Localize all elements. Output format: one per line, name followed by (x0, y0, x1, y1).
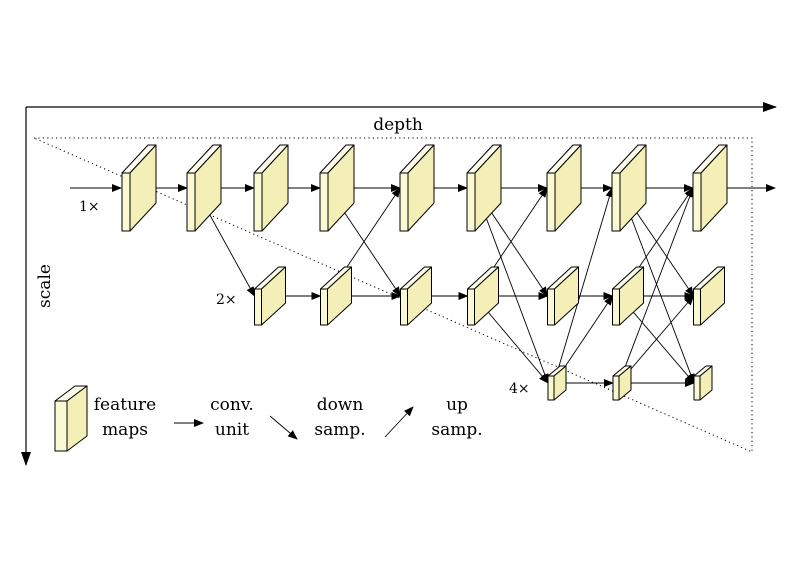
feature-map-box (121, 144, 157, 232)
feature-map-box (612, 266, 644, 326)
feature-map-box (254, 266, 286, 326)
down-sampling-arrow (474, 187, 549, 384)
scale-label-1x: 1× (79, 199, 100, 215)
up-sampling-arrow (553, 187, 614, 384)
legend-up-samp-line2: samp. (431, 420, 482, 440)
legend-feature-map-icon (54, 385, 88, 452)
scale-label-4x: 4× (509, 381, 530, 397)
feature-map-box (692, 144, 728, 232)
connections (130, 184, 776, 387)
depth-axis-label: depth (373, 115, 423, 135)
legend-down-samp-line1: down (317, 395, 364, 415)
feature-map-box (320, 266, 352, 326)
scale-axis-label: scale (35, 264, 55, 308)
legend-conv-unit-line1: conv. (210, 395, 254, 415)
feature-map-box (466, 144, 502, 232)
feature-map-box (693, 365, 713, 401)
feature-map-box (611, 144, 647, 232)
down-sampling-arrow (619, 187, 695, 384)
legend-up-arrow-icon (384, 406, 414, 438)
feature-map-box (400, 266, 432, 326)
feature-map-box (186, 144, 222, 232)
feature-map-box (547, 266, 579, 326)
feature-maps (121, 144, 728, 401)
legend-feature-maps-line2: maps (102, 420, 148, 440)
feature-map-box (399, 144, 435, 232)
feature-map-box (546, 144, 582, 232)
legend-up-samp-line1: up (446, 395, 468, 415)
feature-map-box (693, 266, 725, 326)
feature-map-box (612, 365, 632, 401)
legend-down-samp-line2: samp. (314, 420, 365, 440)
feature-map-box (467, 266, 499, 326)
feature-map-box (547, 365, 567, 401)
feature-map-box (319, 144, 355, 232)
legend-down-arrow-icon (269, 415, 298, 440)
scale-label-2x: 2× (216, 292, 237, 308)
up-sampling-arrow (618, 187, 694, 384)
legend: feature maps conv. unit down samp. up sa… (54, 385, 483, 452)
feature-map-box (253, 144, 289, 232)
legend-conv-unit-line2: unit (215, 420, 249, 440)
legend-feature-maps-line1: feature (94, 395, 156, 415)
